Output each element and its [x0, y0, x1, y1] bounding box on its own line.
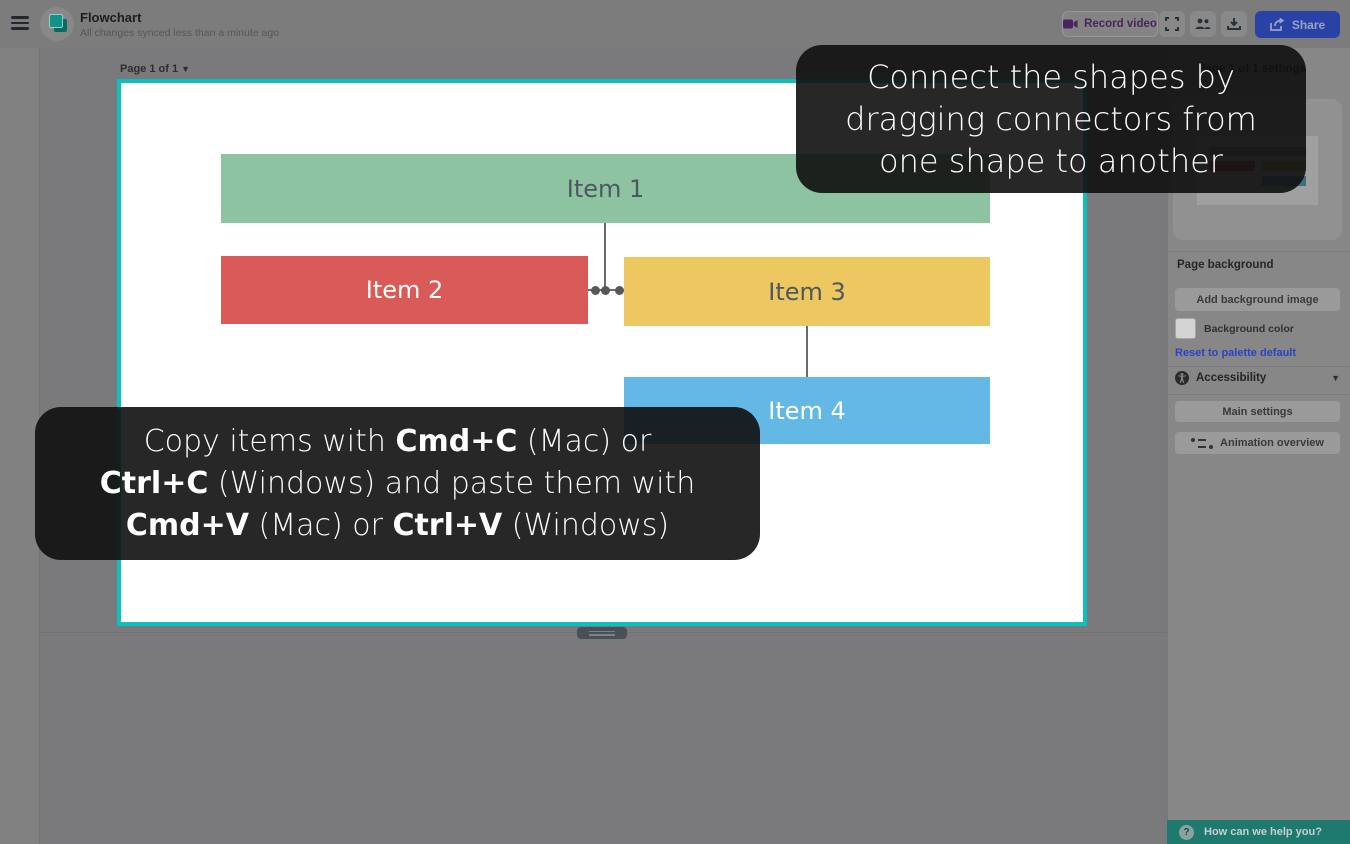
accessibility-section-toggle[interactable]: Accessibility ▼ — [1175, 371, 1340, 385]
download-button[interactable] — [1221, 11, 1247, 37]
flow-shape-label: Item 1 — [566, 174, 645, 203]
tooltip-copy-paste: Copy items with Cmd+C (Mac) or Ctrl+C (W… — [35, 407, 760, 560]
video-camera-icon — [1063, 19, 1078, 29]
flow-shape-item-2[interactable]: Item 2 — [221, 256, 588, 324]
flow-shape-label: Item 3 — [768, 277, 846, 306]
question-mark-icon: ? — [1179, 824, 1194, 840]
panel-divider — [1167, 251, 1350, 252]
accessibility-label: Accessibility — [1196, 372, 1267, 384]
record-video-button[interactable]: Record video — [1062, 11, 1158, 37]
share-icon — [1269, 18, 1284, 31]
page-background-title: Page background — [1177, 259, 1274, 271]
page-selector[interactable]: Page 1 of 1 ▼ — [120, 63, 190, 75]
connector-endpoint-dot[interactable] — [591, 286, 600, 295]
record-video-label: Record video — [1084, 18, 1157, 30]
background-color-label: Background color — [1204, 323, 1294, 335]
flow-shape-label: Item 4 — [768, 396, 846, 425]
tooltip-line: Cmd+V (Mac) or Ctrl+V (Windows) — [125, 507, 670, 543]
people-icon — [1195, 18, 1211, 30]
tools-sidebar — [0, 48, 40, 844]
logo-front-square-icon — [49, 14, 63, 28]
top-bar: Flowchart All changes synced less than a… — [0, 0, 1350, 48]
accessibility-icon — [1175, 371, 1189, 385]
tooltip-connect-shapes: Connect the shapes by dragging connector… — [796, 45, 1306, 193]
help-label: How can we help you? — [1204, 826, 1322, 838]
sync-status: All changes synced less than a minute ag… — [80, 27, 280, 39]
panel-divider — [1167, 394, 1350, 395]
share-button[interactable]: Share — [1255, 11, 1340, 38]
add-background-image-button[interactable]: Add background image — [1175, 288, 1340, 311]
add-background-image-label: Add background image — [1196, 293, 1319, 306]
chevron-down-icon: ▼ — [1331, 373, 1340, 383]
connector-item1-down[interactable] — [604, 223, 606, 291]
page-selector-label: Page 1 of 1 — [120, 63, 179, 75]
tooltip-line: dragging connectors from — [845, 100, 1257, 138]
tooltip-line: Ctrl+C (Windows) and paste them with — [99, 465, 696, 501]
collaborators-button[interactable] — [1190, 11, 1216, 37]
chevron-down-icon: ▼ — [181, 64, 191, 74]
connector-junction-dot[interactable] — [601, 286, 610, 295]
animation-overview-label: Animation overview — [1220, 437, 1324, 449]
share-label: Share — [1291, 17, 1326, 32]
tooltip-line: one shape to another — [879, 142, 1223, 180]
fullscreen-icon — [1165, 17, 1179, 31]
page-strip-handle[interactable] — [577, 627, 627, 639]
main-settings-button[interactable]: Main settings — [1175, 401, 1340, 422]
download-icon — [1227, 17, 1241, 31]
animation-overview-button[interactable]: Animation overview — [1175, 432, 1340, 454]
tooltip-line: Connect the shapes by — [867, 58, 1235, 96]
connector-endpoint-dot[interactable] — [615, 286, 624, 295]
panel-divider — [1167, 366, 1350, 367]
tooltip-line: Copy items with Cmd+C (Mac) or — [143, 423, 652, 459]
hamburger-menu-icon[interactable] — [11, 16, 29, 30]
help-bar[interactable]: ? How can we help you? — [1167, 820, 1350, 844]
fullscreen-button[interactable] — [1159, 11, 1185, 37]
document-title: Flowchart — [80, 10, 142, 25]
flow-shape-item-3[interactable]: Item 3 — [624, 257, 990, 326]
reset-palette-link[interactable]: Reset to palette default — [1175, 347, 1297, 359]
connector-item3-item4[interactable] — [806, 326, 808, 377]
animation-overview-icon — [1191, 437, 1214, 449]
background-color-swatch[interactable] — [1175, 318, 1196, 339]
flow-shape-label: Item 2 — [365, 276, 444, 304]
main-settings-label: Main settings — [1222, 405, 1293, 418]
